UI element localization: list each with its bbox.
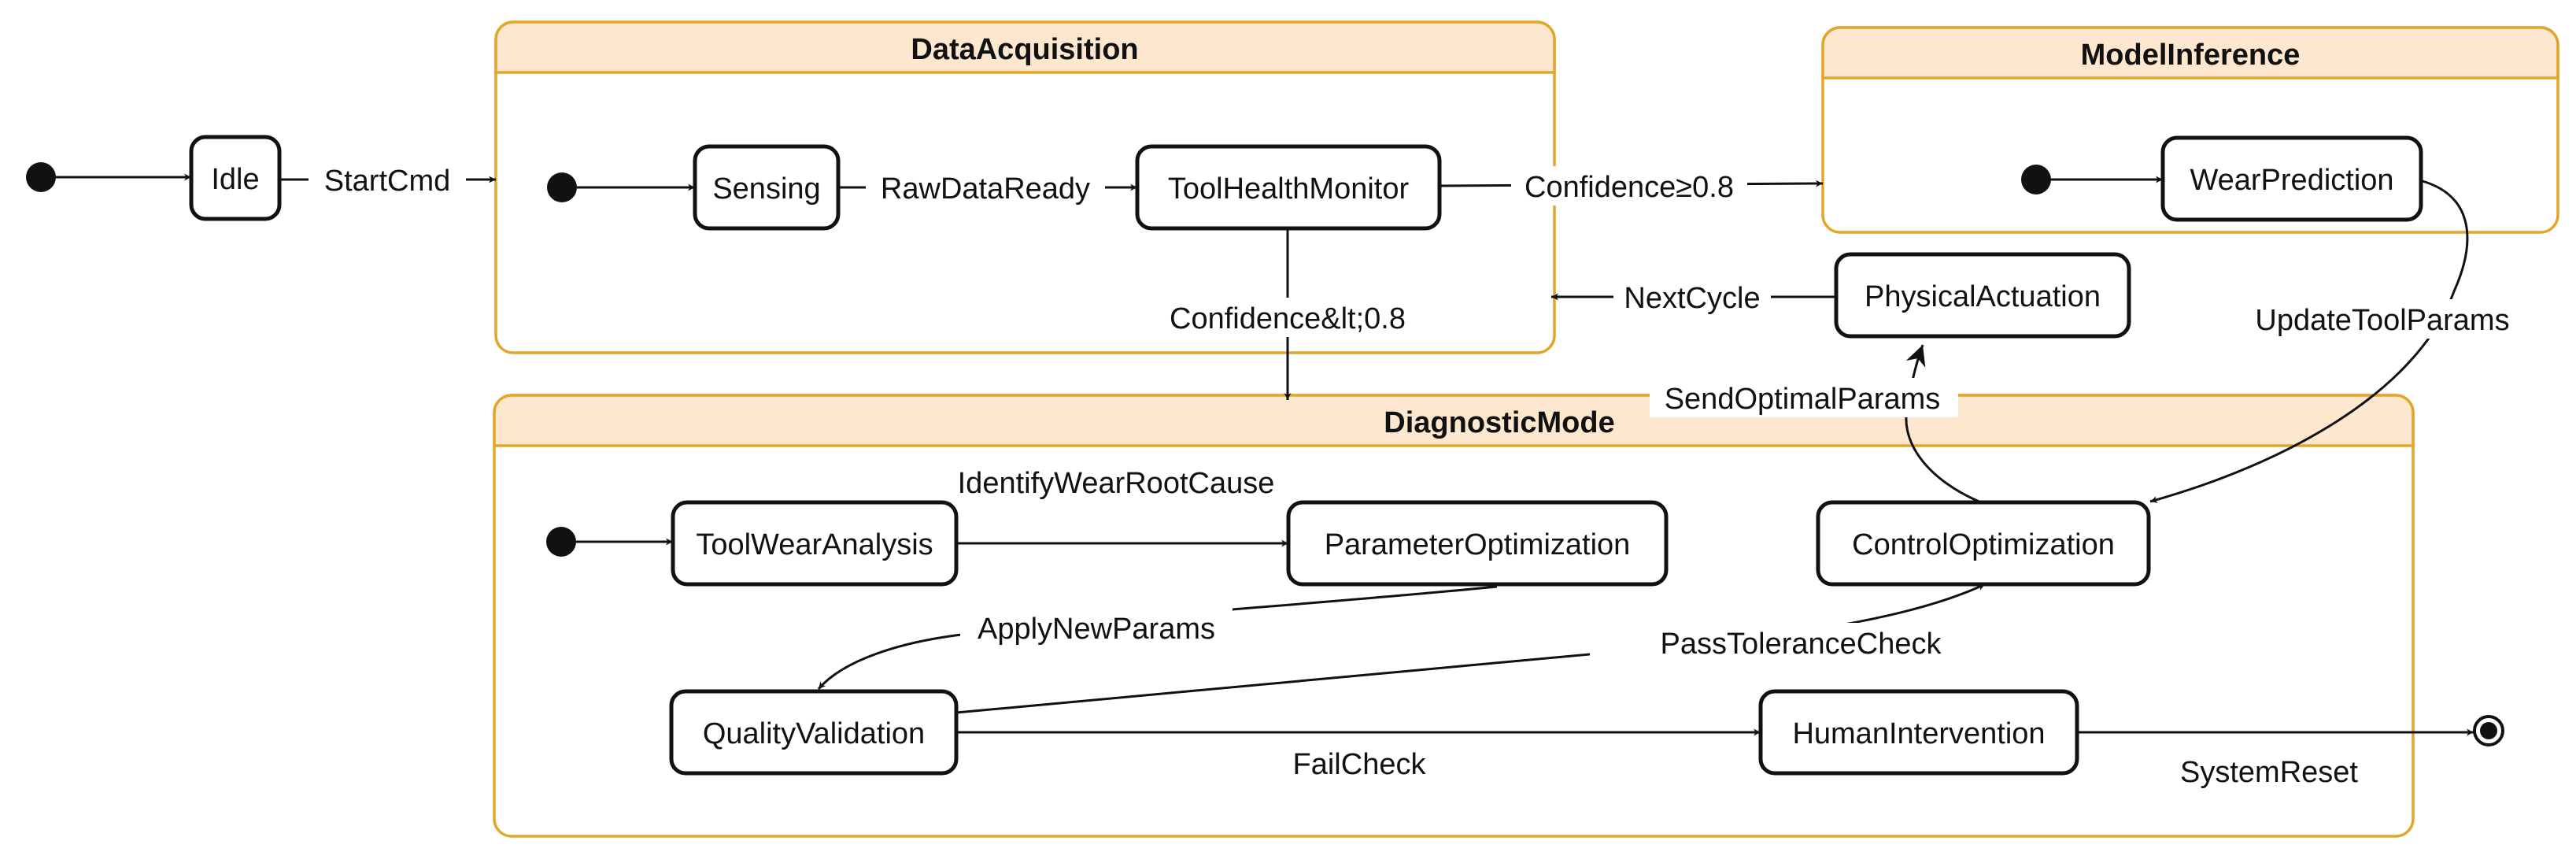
state-label-parameter-optimization: ParameterOptimization (1325, 528, 1631, 561)
state-human-intervention[interactable]: HumanIntervention (1758, 689, 2079, 776)
transition-label-identify-wear-root-cause: IdentifyWearRootCause (958, 467, 1275, 500)
state-label-tool-wear-analysis: ToolWearAnalysis (696, 528, 933, 561)
initial-state-marker-root (26, 162, 56, 192)
state-label-sensing: Sensing (712, 172, 820, 206)
state-label-physical-actuation: PhysicalActuation (1865, 280, 2101, 313)
transition-label-update-tool-params: UpdateToolParams (2255, 304, 2509, 337)
state-sensing[interactable]: Sensing (693, 144, 841, 231)
initial-state-marker-diagnostic-mode (546, 527, 576, 557)
state-tool-health-monitor[interactable]: ToolHealthMonitor (1135, 144, 1442, 231)
state-control-optimization[interactable]: ControlOptimization (1816, 500, 2151, 587)
transition-label-confidence-low: Confidence&lt;0.8 (1170, 302, 1406, 335)
group-title-model-inference: ModelInference (2081, 39, 2301, 72)
state-parameter-optimization[interactable]: ParameterOptimization (1286, 500, 1669, 587)
transition-label-system-reset: SystemReset (2180, 756, 2358, 789)
state-tool-wear-analysis[interactable]: ToolWearAnalysis (671, 500, 959, 587)
state-label-human-intervention: HumanIntervention (1792, 717, 2045, 750)
transition-label-apply-new-params: ApplyNewParams (978, 613, 1215, 646)
state-label-idle: Idle (211, 163, 259, 196)
state-idle[interactable]: Idle (189, 135, 282, 221)
group-title-data-acquisition: DataAcquisition (911, 33, 1138, 66)
transition-label-confidence-high: Confidence≥0.8 (1525, 171, 1734, 204)
transition-label-fail-check: FailCheck (1293, 748, 1427, 781)
state-label-tool-health-monitor: ToolHealthMonitor (1168, 172, 1410, 206)
transition-label-next-cycle: NextCycle (1624, 282, 1760, 315)
transition-label-raw-data-ready: RawDataReady (881, 172, 1090, 206)
group-title-diagnostic-mode: DiagnosticMode (1384, 406, 1614, 439)
initial-state-marker-model-inference (2021, 165, 2051, 194)
transition-label-start-cmd: StartCmd (324, 165, 450, 198)
state-physical-actuation[interactable]: PhysicalActuation (1834, 252, 2131, 339)
state-label-control-optimization: ControlOptimization (1852, 528, 2115, 561)
state-quality-validation[interactable]: QualityValidation (669, 689, 959, 776)
transition-label-pass-tolerance-check: PassToleranceCheck (1661, 628, 1942, 661)
state-label-quality-validation: QualityValidation (703, 717, 925, 750)
initial-state-marker-data-acquisition (547, 172, 577, 202)
final-state-marker (2473, 715, 2504, 746)
state-label-wear-prediction: WearPrediction (2190, 164, 2393, 197)
transition-label-send-optimal-params: SendOptimalParams (1665, 383, 1941, 416)
state-wear-prediction[interactable]: WearPrediction (2160, 135, 2423, 222)
